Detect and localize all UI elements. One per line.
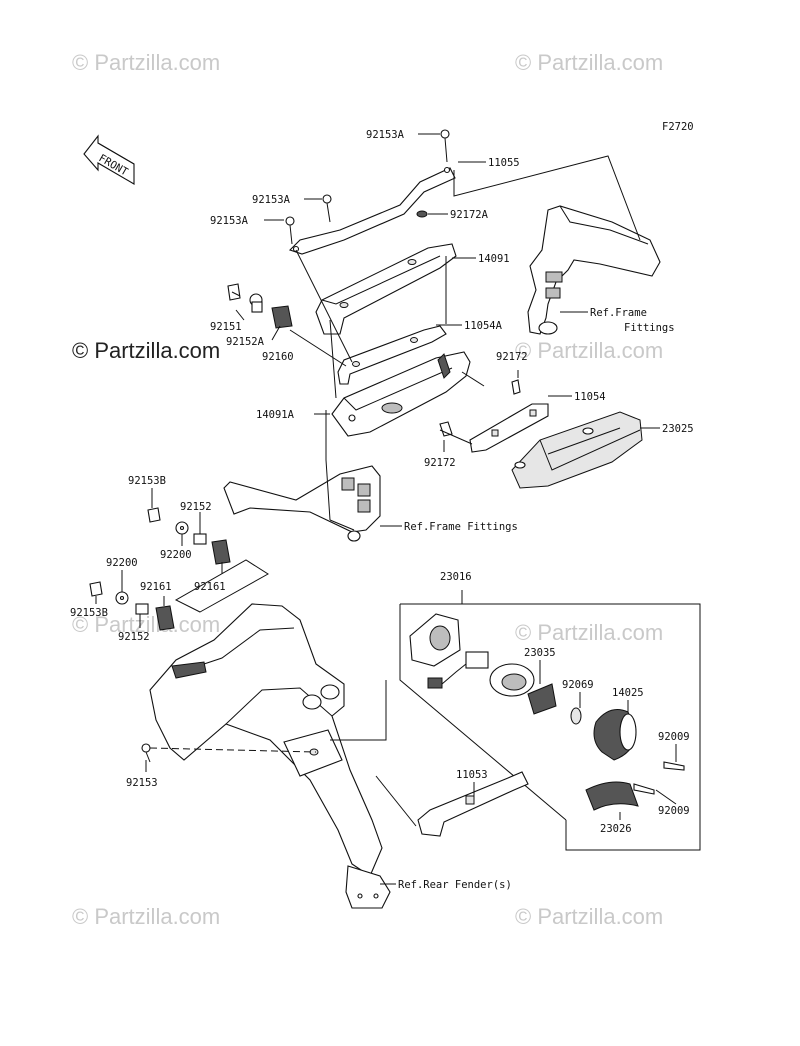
label-11054A: 11054A (464, 320, 503, 332)
bolt-92153B-top (147, 507, 161, 523)
screw-92172-lower (439, 421, 453, 437)
socket-cable (441, 651, 489, 685)
label-92009-upper: 92009 (658, 731, 690, 743)
watermark-middle-left: © Partzilla.com (72, 338, 220, 363)
lens-14025 (593, 709, 637, 761)
screw-92009-lower (633, 783, 655, 795)
label-ref-frame-2: Ref.Frame Fittings (404, 521, 518, 533)
bolt-92151 (227, 283, 241, 301)
reflector-23026 (585, 781, 639, 811)
bolt-92153A-mid (322, 194, 332, 223)
label-11053: 11053 (456, 769, 488, 781)
label-92200-right: 92200 (160, 549, 192, 561)
label-92172-upper: 92172 (496, 351, 528, 363)
watermarks: © Partzilla.com © Partzilla.com © Partzi… (72, 50, 663, 929)
grommet-leader-box (174, 559, 269, 613)
label-92153B-left: 92153B (70, 607, 108, 619)
label-92152-top: 92152 (180, 501, 212, 513)
label-92172A: 92172A (450, 209, 489, 221)
screw-92172-upper (511, 379, 521, 395)
bolt-92153A-top (440, 129, 450, 163)
label-ref-frame-1b: Fittings (624, 322, 675, 334)
label-11054: 11054 (574, 391, 606, 403)
plate-11054 (469, 403, 549, 453)
rear-fender (149, 603, 391, 909)
bolt-92153A-left (285, 216, 295, 245)
label-92152-bottom: 92152 (118, 631, 150, 643)
bolt-92153B-left (89, 581, 103, 597)
label-92172-lower: 92172 (424, 457, 456, 469)
collar-92152-bottom (135, 603, 149, 615)
label-23025: 23025 (662, 423, 694, 435)
label-23016: 23016 (440, 571, 472, 583)
bulb-92069 (570, 707, 582, 725)
watermark-bottom-right: © Partzilla.com (515, 904, 663, 929)
socket-23035 (527, 683, 557, 715)
label-11055: 11055 (488, 157, 520, 169)
label-92161-right: 92161 (194, 581, 226, 593)
watermark-middle-right: © Partzilla.com (515, 338, 663, 363)
label-14025: 14025 (612, 687, 644, 699)
bracket-11055 (288, 166, 456, 255)
label-92153: 92153 (126, 777, 158, 789)
label-92200-left: 92200 (106, 557, 138, 569)
bolt-92153 (141, 743, 151, 763)
watermark-lower-right: © Partzilla.com (515, 620, 663, 645)
label-92153B-top: 92153B (128, 475, 166, 487)
part-labels: 92153A 11055 92153A 92153A 92172A 14091 … (70, 129, 694, 891)
bracket-11054A (337, 325, 447, 385)
label-23026: 23026 (600, 823, 632, 835)
label-92069: 92069 (562, 679, 594, 691)
front-arrow-icon: FRONT (83, 134, 135, 185)
grommet-92160 (271, 305, 293, 329)
screw-92172A (416, 210, 428, 218)
label-92161-left: 92161 (140, 581, 172, 593)
watermark-top-right: © Partzilla.com (515, 50, 663, 75)
grommet-92161-left (155, 605, 175, 631)
label-92151: 92151 (210, 321, 242, 333)
taillight-lens-23025 (511, 411, 643, 489)
figure-code: F2720 (662, 121, 694, 133)
frame-fitting-lower (223, 465, 381, 542)
washer-92200-left (115, 591, 129, 605)
assembly-23016-box (400, 603, 701, 851)
label-23035: 23035 (524, 647, 556, 659)
label-92160: 92160 (262, 351, 294, 363)
label-92153A-left: 92153A (210, 215, 249, 227)
label-14091A: 14091A (256, 409, 295, 421)
leader-lines (95, 133, 677, 885)
housing-14091A (331, 351, 471, 437)
assembly-23016-box-diag (399, 604, 567, 821)
watermark-top-left: © Partzilla.com (72, 50, 220, 75)
label-92153A-mid: 92153A (252, 194, 291, 206)
label-ref-frame-1a: Ref.Frame (590, 307, 647, 319)
frame-fitting-upper (527, 205, 661, 335)
label-ref-rear-fender: Ref.Rear Fender(s) (398, 879, 512, 891)
watermark-lower-left: © Partzilla.com (72, 612, 220, 637)
collar-92152A (249, 293, 263, 313)
label-92153A-top: 92153A (366, 129, 405, 141)
label-92152A: 92152A (226, 336, 265, 348)
collar-92152-top (193, 533, 207, 545)
washer-92200-right (175, 521, 189, 535)
label-14091: 14091 (478, 253, 510, 265)
dashed-lines (149, 249, 485, 827)
lamp-housing-23016 (409, 613, 461, 689)
screw-92009-upper (663, 761, 685, 771)
socket-holder (489, 663, 535, 697)
watermark-bottom-left: © Partzilla.com (72, 904, 220, 929)
cover-14091 (315, 243, 457, 335)
label-92009-lower: 92009 (658, 805, 690, 817)
bracket-11053 (417, 771, 529, 837)
grommet-92161-right (211, 539, 231, 565)
